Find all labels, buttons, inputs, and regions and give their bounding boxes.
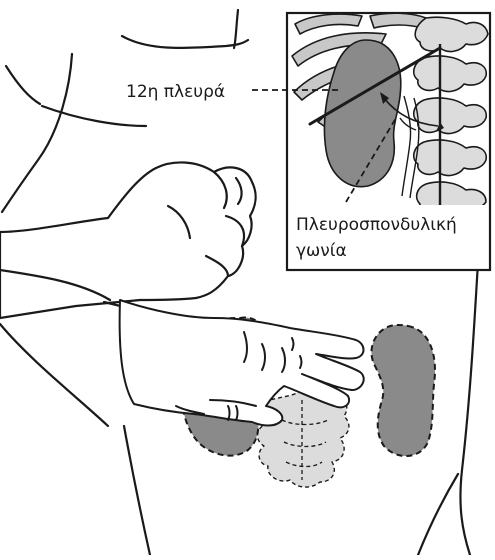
rib-label: 12η πλευρά	[126, 82, 225, 102]
right-kidney	[371, 325, 435, 456]
angle-label-line1: Πλευροσπονδυλική	[296, 215, 457, 235]
angle-label-line2: γωνία	[296, 241, 347, 261]
fist	[0, 162, 256, 318]
